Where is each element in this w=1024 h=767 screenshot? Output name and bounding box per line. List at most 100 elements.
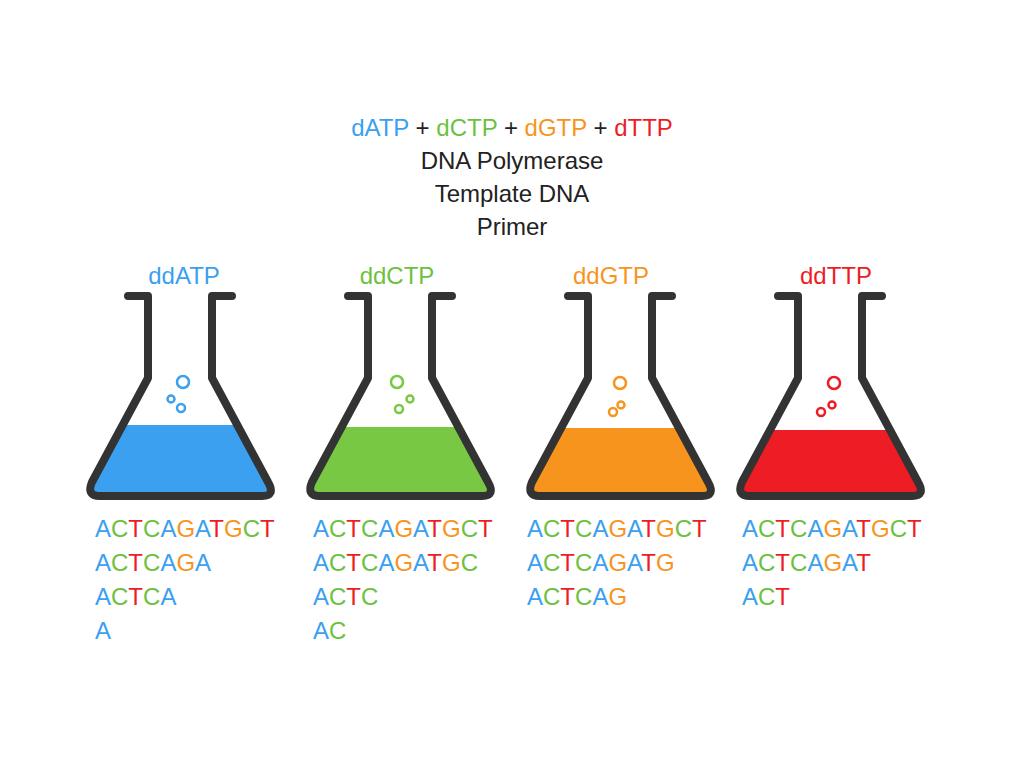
nucleotide: C: [575, 583, 592, 610]
nucleotide: A: [842, 515, 856, 542]
nucleotide: A: [95, 617, 111, 644]
nucleotide: T: [775, 549, 790, 576]
nucleotide: T: [427, 549, 442, 576]
reagent-word: dATP: [351, 114, 409, 141]
nucleotide: A: [592, 515, 608, 542]
nucleotide: T: [641, 515, 656, 542]
nucleotide: A: [627, 549, 641, 576]
nucleotide: A: [527, 583, 543, 610]
nucleotide: A: [95, 515, 111, 542]
nucleotide: C: [758, 515, 775, 542]
reagent-label: DNA Polymerase: [421, 147, 604, 175]
fragment-list: ACTCAGATGCTACTCAGAACTCAA: [95, 512, 275, 648]
dna-fragment: ACTCAGATGCT: [742, 512, 922, 546]
nucleotide: C: [461, 515, 478, 542]
reaction-flask: ddATPACTCAGATGCTACTCAGAACTCAA: [85, 262, 325, 662]
nucleotide: G: [608, 515, 627, 542]
nucleotide: A: [313, 515, 329, 542]
nucleotide: A: [313, 549, 329, 576]
nucleotide: T: [641, 549, 656, 576]
nucleotide: C: [143, 549, 160, 576]
nucleotide: A: [527, 549, 543, 576]
nucleotide: C: [361, 549, 378, 576]
nucleotide: C: [543, 583, 560, 610]
nucleotide: C: [758, 583, 775, 610]
dna-fragment: ACTCAGATGCT: [527, 512, 707, 546]
nucleotide: T: [692, 515, 707, 542]
nucleotide: T: [346, 515, 361, 542]
reagent-word: dCTP: [436, 114, 497, 141]
dna-fragment: ACTCAGATGCT: [95, 512, 275, 546]
reagent-label: dATP + dCTP + dGTP + dTTP: [351, 114, 673, 142]
nucleotide: G: [656, 515, 675, 542]
nucleotide: T: [560, 515, 575, 542]
nucleotide: C: [543, 549, 560, 576]
reagent-word: +: [594, 114, 608, 141]
nucleotide: A: [627, 515, 641, 542]
nucleotide: A: [160, 549, 176, 576]
reagent-word: +: [416, 114, 430, 141]
nucleotide: A: [413, 549, 427, 576]
nucleotide: A: [742, 549, 758, 576]
nucleotide: G: [394, 515, 413, 542]
dna-fragment: ACTCAGATG: [527, 546, 707, 580]
nucleotide: T: [427, 515, 442, 542]
nucleotide: A: [195, 549, 211, 576]
nucleotide: C: [758, 549, 775, 576]
nucleotide: A: [313, 583, 329, 610]
nucleotide: A: [807, 549, 823, 576]
nucleotide: A: [592, 583, 608, 610]
nucleotide: T: [209, 515, 224, 542]
dna-fragment: ACTCAGA: [95, 546, 275, 580]
nucleotide: A: [195, 515, 209, 542]
reagent-word: dGTP: [525, 114, 587, 141]
nucleotide: C: [361, 515, 378, 542]
nucleotide: A: [592, 549, 608, 576]
reagent-word: [608, 114, 615, 141]
flask: [90, 296, 271, 496]
nucleotide: T: [856, 515, 871, 542]
nucleotide: A: [378, 549, 394, 576]
nucleotide: A: [807, 515, 823, 542]
fragment-list: ACTCAGATGCTACTCAGATGCACTCAC: [313, 512, 493, 648]
flask: [530, 296, 711, 496]
nucleotide: G: [224, 515, 243, 542]
nucleotide: C: [575, 515, 592, 542]
nucleotide: T: [346, 549, 361, 576]
reagent-word: [587, 114, 594, 141]
nucleotide: C: [329, 583, 346, 610]
dna-fragment: AC: [313, 614, 493, 648]
nucleotide: T: [560, 549, 575, 576]
nucleotide: T: [907, 515, 922, 542]
nucleotide: A: [313, 617, 329, 644]
reagent-word: [497, 114, 504, 141]
nucleotide: G: [394, 549, 413, 576]
nucleotide: C: [543, 515, 560, 542]
nucleotide: C: [329, 617, 346, 644]
nucleotide: G: [871, 515, 890, 542]
nucleotide: C: [361, 583, 378, 610]
nucleotide: T: [128, 515, 143, 542]
nucleotide: A: [527, 515, 543, 542]
nucleotide: A: [160, 583, 176, 610]
nucleotide: G: [608, 549, 627, 576]
dna-fragment: ACTC: [313, 580, 493, 614]
nucleotide: A: [160, 515, 176, 542]
flask: [740, 296, 921, 496]
nucleotide: T: [560, 583, 575, 610]
terminator-label: ddTTP: [800, 262, 872, 290]
reagent-label: Primer: [477, 213, 548, 241]
nucleotide: C: [575, 549, 592, 576]
nucleotide: G: [442, 549, 461, 576]
nucleotide: G: [656, 549, 675, 576]
nucleotide: C: [329, 515, 346, 542]
nucleotide: C: [143, 515, 160, 542]
nucleotide: A: [413, 515, 427, 542]
nucleotide: C: [790, 515, 807, 542]
nucleotide: T: [128, 549, 143, 576]
nucleotide: A: [95, 583, 111, 610]
terminator-label: ddCTP: [360, 262, 435, 290]
nucleotide: A: [842, 549, 856, 576]
nucleotide: T: [775, 515, 790, 542]
reagent-word: [518, 114, 525, 141]
